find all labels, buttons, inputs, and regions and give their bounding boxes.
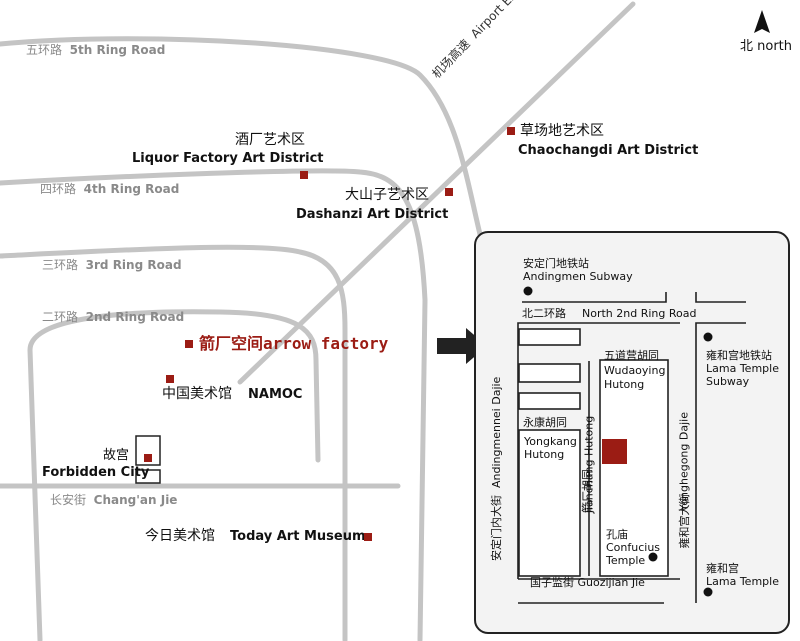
block-wudaoying: [599, 359, 669, 577]
yongkang-cn: 永康胡同: [523, 416, 567, 429]
yongkang-en2: Hutong: [524, 448, 565, 461]
today-marker: [364, 533, 372, 541]
compass-label: 北 north: [740, 39, 793, 54]
ring2-road-top: [522, 292, 667, 303]
arrow-factory-marker: [185, 340, 193, 348]
confucius-en1: Confucius: [606, 541, 661, 554]
changan-label: 长安街 Chang'an Jie: [50, 493, 178, 507]
forbidden-en: Forbidden City: [42, 465, 150, 480]
ring-label-4th: 四环路 4th Ring Road: [40, 182, 180, 196]
jianchang-cn-label: 箭厂胡同: [581, 469, 594, 513]
confucius-dot: [648, 552, 658, 562]
andingmennei-label: 安定门内大街 Andingmennei Dajie: [490, 376, 503, 561]
ring2-road-top-right: [695, 292, 746, 303]
block-3: [518, 392, 581, 410]
arrow-factory-location: [602, 439, 627, 464]
block-yongkang: [518, 429, 581, 577]
lama-temple-en: Lama Temple: [706, 575, 779, 588]
ring2-cn: 北二环路: [522, 307, 566, 320]
forbidden-cn: 故宫: [103, 448, 130, 463]
dashanzi-marker: [445, 188, 453, 196]
andingmen-subway-en: Andingmen Subway: [523, 270, 633, 283]
andingmen-subway-dot: [523, 286, 533, 296]
namoc-cn: 中国美术馆: [162, 386, 232, 402]
today-cn: 今日美术馆: [145, 528, 215, 544]
wudaoying-en1: Wudaoying: [604, 364, 666, 377]
ring2-en: North 2nd Ring Road: [582, 307, 697, 320]
caochangdi-marker: [507, 127, 515, 135]
4th-ring-road: [0, 168, 428, 641]
lama-subway-dot: [703, 332, 713, 342]
2nd-ring-road: [27, 309, 321, 641]
liquor-cn: 酒厂艺术区: [235, 132, 305, 148]
dashanzi-cn: 大山子艺术区: [345, 187, 429, 203]
caochangdi-cn: 草场地艺术区: [520, 123, 604, 139]
north-arrow-icon: [754, 10, 770, 33]
wudaoying-en2: Hutong: [604, 378, 645, 391]
yonghegong-cn-label: 雍和宫大街: [678, 493, 691, 549]
ring2-road-bottom-right: [695, 322, 746, 379]
namoc-en: NAMOC: [248, 387, 303, 402]
arrow-factory-label: 箭厂空间arrow factory: [199, 334, 389, 353]
block-1: [518, 328, 581, 346]
guozijian-label: 国子监街 Guozijian Jie: [530, 576, 645, 589]
ring-label-5th: 五环路 5th Ring Road: [26, 43, 166, 57]
today-en: Today Art Museum: [230, 529, 366, 544]
caochangdi-en: Chaochangdi Art District: [518, 143, 699, 158]
ring-label-3rd: 三环路 3rd Ring Road: [42, 258, 182, 272]
dashanzi-en: Dashanzi Art District: [296, 207, 449, 222]
block-2: [518, 363, 581, 383]
namoc-marker: [166, 375, 174, 383]
ring2-road-bottom-left: [517, 322, 680, 579]
5th-ring-road: [0, 36, 503, 303]
lama-subway-en1: Lama Temple: [706, 362, 779, 375]
lama-temple-cn: 雍和宫: [706, 562, 739, 575]
lama-temple-dot: [703, 587, 713, 597]
3rd-ring-road: [0, 244, 348, 641]
airport-expressway: [237, 1, 636, 385]
liquor-en: Liquor Factory Art District: [132, 151, 324, 166]
confucius-cn: 孔庙: [606, 528, 628, 541]
andingmen-subway-cn: 安定门地铁站: [523, 257, 589, 270]
wudaoying-cn: 五道营胡同: [604, 349, 659, 362]
liquor-marker: [300, 171, 308, 179]
yongkang-en1: Yongkang: [524, 435, 577, 448]
lama-subway-en2: Subway: [706, 375, 750, 388]
ring-label-2nd: 二环路 2nd Ring Road: [42, 310, 185, 324]
forbidden-marker: [144, 454, 152, 462]
forbidden-city-south: [135, 469, 161, 484]
lama-subway-cn: 雍和宫地铁站: [706, 349, 772, 362]
inset-map: 安定门地铁站 Andingmen Subway 北二环路 North 2nd R…: [474, 231, 790, 634]
confucius-en2: Temple: [606, 554, 646, 567]
